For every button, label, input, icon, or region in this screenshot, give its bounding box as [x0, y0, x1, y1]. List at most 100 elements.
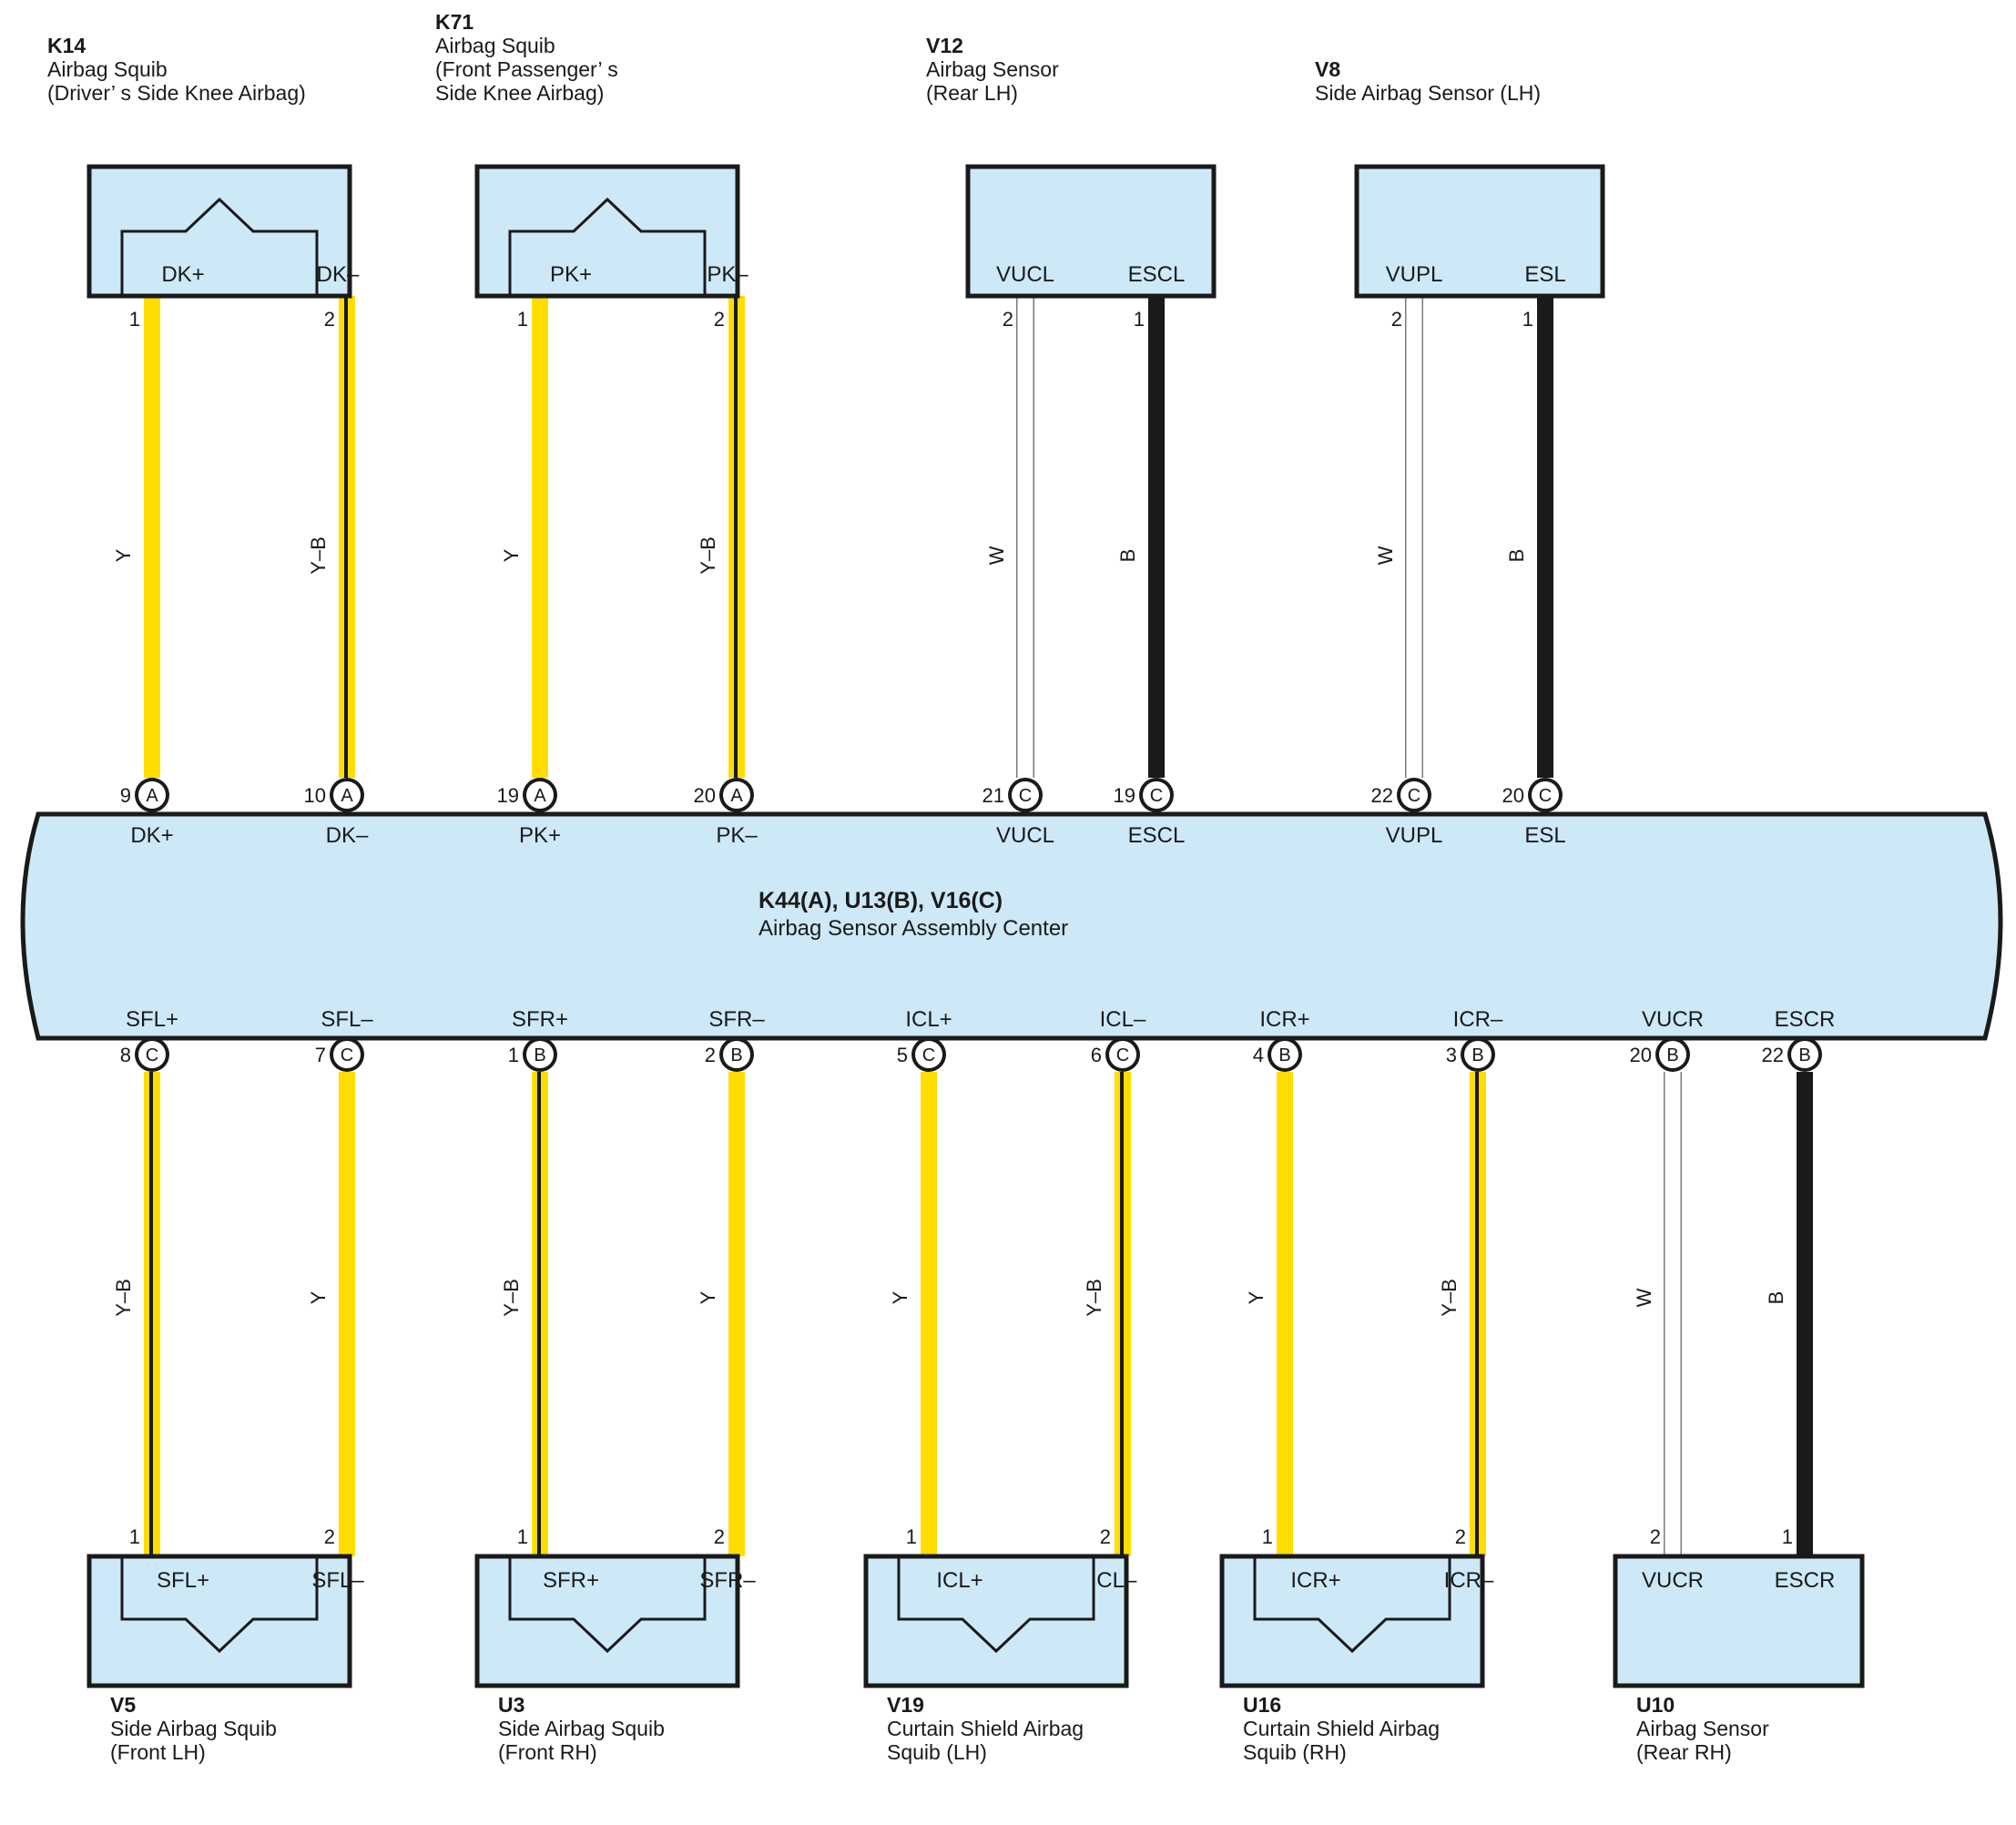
wires-layer	[144, 296, 1813, 1556]
bottom-component-u3-wire-1-pin-number: 1	[517, 1525, 528, 1548]
top-component-v12-box	[965, 164, 1217, 299]
top-component-v8-wire-2-ecu-label: VUPL	[1386, 823, 1443, 848]
top-component-k71-wire-1-ecu-terminal: A19	[497, 778, 557, 812]
top-component-k14-wire-2-ecu-terminal-letter: A	[341, 786, 353, 806]
top-component-v8-wire-2-color-label: W	[1374, 545, 1397, 565]
bottom-component-u10-wire-1-ecu-label: ESCR	[1775, 1007, 1836, 1032]
bottom-component-u10-wire-2-pin-label: VUCR	[1642, 1568, 1704, 1593]
bottom-component-u16-wire-1-ecu-terminal-letter: B	[1278, 1045, 1290, 1065]
top-component-k14-wire-1-pin-number: 1	[129, 308, 140, 331]
top-component-k71-wire-2-color-label: Y–B	[697, 536, 719, 575]
top-component-k71-wire-1-color-label: Y	[500, 548, 523, 562]
bottom-component-v5-squib-symbol	[120, 1556, 319, 1654]
top-component-v8-wire-1-color-label: B	[1505, 549, 1528, 563]
bottom-component-u16-id: U16	[1243, 1693, 1281, 1717]
bottom-component-u10-wire-2-ecu-terminal-letter: B	[1666, 1045, 1678, 1065]
bottom-component-u3-wire-2-pin-label: SFR–	[699, 1568, 756, 1593]
top-component-k14-wire-1-color-label: Y	[112, 548, 135, 562]
bottom-component-u16-squib-symbol	[1253, 1556, 1451, 1654]
bottom-component-v5-wire-1-ecu-terminal-pin-number: 8	[120, 1044, 131, 1066]
bottom-component-u3-wire-1	[532, 1072, 548, 1556]
top-component-v8-wire-1-ecu-terminal: C20	[1502, 778, 1563, 812]
bottom-component-u3-wire-2-color-label: Y	[697, 1290, 719, 1304]
bottom-component-v5-wire-1-ecu-terminal-letter: C	[146, 1045, 158, 1065]
bottom-component-u3-box	[474, 1554, 740, 1688]
top-component-v8-wire-2-pin-number: 2	[1391, 308, 1402, 331]
top-component-v8-id: V8	[1315, 57, 1340, 81]
bottom-component-v19-box	[863, 1554, 1129, 1688]
top-component-v12-wire-1-ecu-terminal-face	[1143, 781, 1170, 809]
bottom-component-v5-wire-2-ecu-terminal-letter: C	[341, 1045, 353, 1065]
top-component-v8-wire-2-ecu-terminal-face	[1400, 781, 1428, 809]
top-component-k71-wire-2-ecu-terminal-pin-number: 20	[694, 784, 716, 807]
bottom-component-v5-wire-1-ecu-terminal: C8	[120, 1037, 169, 1072]
bottom-component-v19-wire-1-ecu-terminal: C5	[897, 1037, 946, 1072]
top-component-v8-name-line: Side Airbag Sensor (LH)	[1315, 81, 1541, 105]
top-component-k14-wire-2-ecu-terminal-pin-number: 10	[304, 784, 326, 807]
ecu-id: K44(A), U13(B), V16(C)	[759, 888, 1003, 913]
bottom-component-u3-wire-1-ecu-terminal: B1	[508, 1037, 557, 1072]
top-component-k71-wire-1-ecu-terminal-face	[526, 781, 554, 809]
bottom-component-u10-wire-1-pin-number: 1	[1782, 1525, 1793, 1548]
top-component-k14-name-line: (Driver’ s Side Knee Airbag)	[47, 81, 306, 105]
bottom-component-v19-wire-2-ecu-label: ICL–	[1100, 1007, 1146, 1032]
bottom-component-v19-wire-2-pin-number: 2	[1100, 1525, 1111, 1548]
top-component-v8-box	[1354, 164, 1605, 299]
bottom-component-v19-wire-1-color-label: Y	[889, 1290, 911, 1304]
bottom-component-v5-wire-2-pin-number: 2	[324, 1525, 335, 1548]
top-component-v12-wire-2-ecu-label: VUCL	[996, 823, 1054, 848]
bottom-component-u16-wire-2-pin-label: ICR–	[1444, 1568, 1494, 1593]
top-component-v12-name-line: Airbag Sensor	[926, 57, 1059, 81]
bottom-component-u10-name-line: Airbag Sensor	[1636, 1717, 1769, 1740]
top-component-k71-wire-1-ecu-terminal-pin-number: 19	[497, 784, 519, 807]
bottom-component-v5-wire-2-ecu-terminal: C7	[315, 1037, 364, 1072]
top-component-k14-wire-1-ecu-terminal-face	[138, 781, 166, 809]
bottom-component-u16-wire-2-ecu-label: ICR–	[1453, 1007, 1503, 1032]
top-component-k14-wire-1-ecu-label: DK+	[130, 823, 173, 848]
bottom-component-v19-wire-1-pin-number: 1	[906, 1525, 917, 1548]
bottom-component-u10-wire-2-ecu-terminal: B20	[1630, 1037, 1690, 1072]
top-component-v8-wire-1-pin-label: ESL	[1524, 262, 1565, 287]
top-component-v12-wire-1-ecu-terminal-letter: C	[1150, 786, 1163, 806]
top-component-k14-squib-symbol	[120, 197, 319, 296]
bottom-component-u3-wire-1-color-label: Y–B	[500, 1279, 523, 1317]
bottom-component-u16-box	[1219, 1554, 1485, 1688]
top-component-k71-name-line: Side Knee Airbag)	[435, 81, 604, 105]
top-component-k71-wire-1-pin-number: 1	[517, 308, 528, 331]
bottom-component-u10-wire-1-ecu-terminal: B22	[1762, 1037, 1822, 1072]
bottom-component-u16-wire-1-ecu-terminal-pin-number: 4	[1253, 1044, 1264, 1066]
top-component-v12-wire-1-ecu-terminal-pin-number: 19	[1114, 784, 1135, 807]
bottom-component-v19-wire-1-ecu-terminal-pin-number: 5	[897, 1044, 908, 1066]
bottom-component-u10-name-line: (Rear RH)	[1636, 1740, 1732, 1764]
bottom-component-u3-wire-2-ecu-terminal-letter: B	[730, 1045, 742, 1065]
bottom-component-u3-name-line: Side Airbag Squib	[498, 1717, 665, 1740]
bottom-component-v19-squib-symbol	[897, 1556, 1095, 1654]
top-component-v12-wire-1-ecu-terminal: C 19	[1114, 778, 1174, 812]
top-component-k71-wire-2-ecu-terminal-face	[723, 781, 750, 809]
top-component-v8-wire-2-ecu-terminal-pin-number: 22	[1371, 784, 1393, 807]
bottom-component-v19-name-line: Curtain Shield Airbag	[887, 1717, 1084, 1740]
bottom-component-v19-wire-2	[1115, 1072, 1131, 1556]
bottom-component-v19-wire-2-pin-label: ICL–	[1091, 1568, 1137, 1593]
bottom-component-v19-wire-2-ecu-terminal-letter: C	[1116, 1045, 1129, 1065]
ecu-name: Airbag Sensor Assembly Center	[759, 916, 1068, 941]
bottom-component-v5-wire-1-pin-number: 1	[129, 1525, 140, 1548]
bottom-component-v5-wire-2-ecu-terminal-face	[333, 1041, 361, 1068]
top-component-v12-wire-2-ecu-terminal-pin-number: 21	[983, 784, 1004, 807]
top-component-v12-wire-2-pin-label: VUCL	[996, 262, 1054, 287]
top-component-v8-wire-1-ecu-terminal-letter: C	[1539, 786, 1552, 806]
bottom-component-u3-wire-2-pin-number: 2	[714, 1525, 725, 1548]
top-component-k14-wire-2-color-label: Y–B	[307, 536, 330, 575]
bottom-component-u16-wire-1-ecu-terminal: B4	[1253, 1037, 1302, 1072]
bottom-component-u16-wire-1-pin-label: ICR+	[1290, 1568, 1340, 1593]
bottom-component-u3-wire-2-ecu-terminal: B2	[705, 1037, 754, 1072]
bottom-component-v5-wire-1-pin-label: SFL+	[157, 1568, 209, 1593]
bottom-component-u16-wire-1-ecu-terminal-face	[1271, 1041, 1298, 1068]
bottom-component-u10-wire-1-ecu-terminal-pin-number: 22	[1762, 1044, 1784, 1066]
bottom-component-u16-wire-2-ecu-terminal: B3	[1446, 1037, 1495, 1072]
